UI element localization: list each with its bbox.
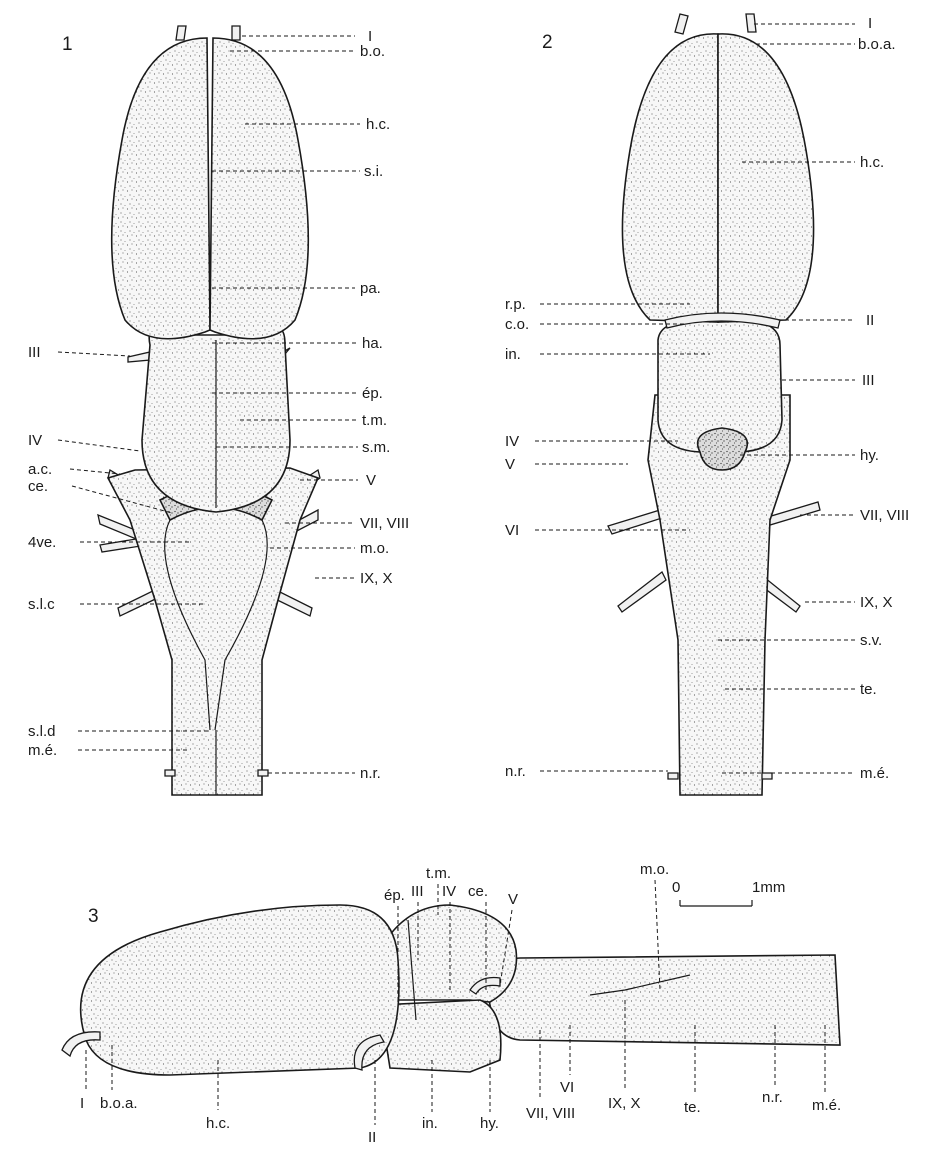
- fig3-label-t5: V: [508, 891, 518, 908]
- fig3-label-b4: in.: [422, 1115, 438, 1132]
- fig1-label-r10: VII, VIII: [360, 515, 409, 532]
- fig2-label-r4: III: [862, 372, 875, 389]
- fig3-label-b10: n.r.: [762, 1089, 783, 1106]
- fig2-label-r7: IX, X: [860, 594, 893, 611]
- fig1-label-r9: V: [366, 472, 376, 489]
- fig1-label-r7: t.m.: [362, 412, 387, 429]
- fig1-label-l3: ce.: [28, 478, 48, 495]
- fig1-label-r8: s.m.: [362, 439, 390, 456]
- right-hemisphere-2-shape: [718, 34, 814, 322]
- fig3-label-b9: te.: [684, 1099, 701, 1116]
- fig2-label-r9: te.: [860, 681, 877, 698]
- fig1-labels-right: I b.o. h.c. s.i. pa. ha. ép. t.m. s.m. V…: [360, 28, 409, 782]
- fig2-label-r3: II: [866, 312, 874, 329]
- fig1-label-r5: ha.: [362, 335, 383, 352]
- fig2-label-r6: VII, VIII: [860, 507, 909, 524]
- fig2-labels-right: I b.o.a. h.c. II III hy. VII, VIII IX, X…: [858, 15, 909, 782]
- fig1-label-l2: a.c.: [28, 461, 52, 478]
- figure-2-number: 2: [542, 32, 553, 53]
- olfactory-i-right-shape: [232, 26, 240, 40]
- figure-1-number: 1: [62, 34, 73, 55]
- right-hemisphere-shape: [210, 38, 308, 339]
- fig3-label-b6: VI: [560, 1079, 574, 1096]
- scale-bar-start-label: 0: [672, 879, 680, 896]
- fig1-label-r11: m.o.: [360, 540, 389, 557]
- nerve-ix-left-2: [618, 572, 666, 612]
- fig3-label-b11: m.é.: [812, 1097, 841, 1114]
- fig1-label-r12: IX, X: [360, 570, 393, 587]
- fig3-label-t0: t.m.: [426, 865, 451, 882]
- fig2-label-r1: b.o.a.: [858, 36, 896, 53]
- fig3-label-t6: m.o.: [640, 861, 669, 878]
- fig3-label-b3: II: [368, 1129, 376, 1146]
- figure-3-number: 3: [88, 906, 99, 927]
- fig3-label-t3: IV: [442, 883, 456, 900]
- fig2-labels-left: r.p. c.o. in. IV V VI n.r.: [505, 296, 529, 780]
- medulla-3-shape: [488, 955, 840, 1045]
- fig3-label-t2: III: [411, 883, 424, 900]
- fig3-label-b5: hy.: [480, 1115, 499, 1132]
- fig1-label-l5: s.l.c: [28, 596, 55, 613]
- fig2-label-l1: c.o.: [505, 316, 529, 333]
- olfactory-i-left-2: [675, 14, 688, 34]
- fig2-label-l3: IV: [505, 433, 519, 450]
- fig2-label-l5: VI: [505, 522, 519, 539]
- fig2-label-r8: s.v.: [860, 632, 882, 649]
- nerve-nr-right-2: [762, 773, 772, 779]
- olfactory-i-right-2: [746, 14, 756, 32]
- fig2-label-l4: V: [505, 456, 515, 473]
- figure-2-ventral: 2 I b.o.a. h.c. II III hy. VII, VIII IX,…: [505, 14, 909, 795]
- fig1-label-r13: n.r.: [360, 765, 381, 782]
- fig2-label-l2: in.: [505, 346, 521, 363]
- fig3-label-b0: I: [80, 1095, 84, 1112]
- nerve-nr-left-shape: [165, 770, 175, 776]
- fig1-label-l1: IV: [28, 432, 42, 449]
- fig3-label-b1: b.o.a.: [100, 1095, 138, 1112]
- fig1-label-l0: III: [28, 344, 41, 361]
- left-hemisphere-2-shape: [622, 34, 718, 322]
- figure-1-dorsal: 1 I b.o. h.c. s.i. pa. ha. ép. t.: [28, 26, 409, 795]
- hemisphere-3-shape: [81, 905, 399, 1075]
- fig3-labels-top: t.m. ép. III IV ce. V m.o.: [384, 861, 669, 908]
- fig1-label-r6: ép.: [362, 385, 383, 402]
- fig1-label-l6: s.l.d: [28, 723, 56, 740]
- fig3-label-b8: IX, X: [608, 1095, 641, 1112]
- figure-3-lateral: 3 t.m. ép. III IV ce. V m.o.: [62, 861, 841, 1146]
- fig1-label-r3: s.i.: [364, 163, 383, 180]
- fig2-label-r2: h.c.: [860, 154, 884, 171]
- fig1-label-r1: b.o.: [360, 43, 385, 60]
- fig1-label-l7: m.é.: [28, 742, 57, 759]
- fig2-label-r10: m.é.: [860, 765, 889, 782]
- fig2-label-r5: hy.: [860, 447, 879, 464]
- olfactory-i-left-shape: [176, 26, 186, 40]
- medulla-shape: [108, 468, 318, 795]
- fig3-label-b7: VII, VIII: [526, 1105, 575, 1122]
- fig3-label-t4: ce.: [468, 883, 488, 900]
- fig2-label-l0: r.p.: [505, 296, 526, 313]
- fig3-label-t1: ép.: [384, 887, 405, 904]
- nerve-nr-left-2: [668, 773, 678, 779]
- scale-bar-end-label: 1mm: [752, 879, 785, 896]
- fig1-labels-left: III IV a.c. ce. 4ve. s.l.c s.l.d m.é.: [28, 344, 57, 759]
- fig1-label-r4: pa.: [360, 280, 381, 297]
- fig1-label-r2: h.c.: [366, 116, 390, 133]
- left-hemisphere-shape: [112, 38, 210, 339]
- fig2-label-l6: n.r.: [505, 763, 526, 780]
- nerve-vii-right-2: [768, 502, 820, 525]
- fig1-label-l4: 4ve.: [28, 534, 56, 551]
- scale-bar: 0 1mm: [672, 879, 785, 906]
- fig2-label-r0: I: [868, 15, 872, 32]
- fig3-label-b2: h.c.: [206, 1115, 230, 1132]
- fig3-labels-bottom: I b.o.a. h.c. II in. hy. VI VII, VIII IX…: [80, 1079, 841, 1146]
- nerve-nr-right-shape: [258, 770, 268, 776]
- nerve-iii-left-shape: [128, 352, 150, 362]
